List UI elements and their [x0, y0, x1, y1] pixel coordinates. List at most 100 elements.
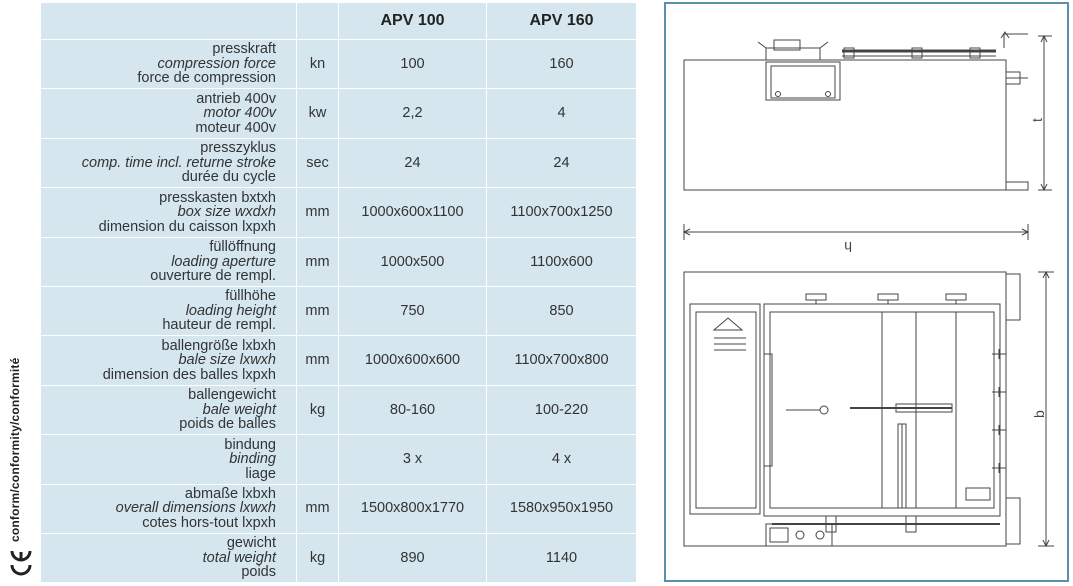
spec-unit-cell: kn [296, 38, 339, 90]
technical-drawing-panel: t h [664, 2, 1069, 582]
spec-apv100-cell: 24 [338, 137, 487, 189]
spec-unit-cell: mm [296, 335, 339, 386]
spec-apv160-cell: 1100x600 [486, 236, 637, 287]
spec-label-de: abmaße lxbxh [184, 485, 276, 502]
header-apv100: APV 100 [338, 2, 487, 40]
spec-unit-cell: mm [296, 187, 339, 238]
spec-label-en: total weight [202, 549, 276, 566]
machine-top-outline [683, 59, 1007, 191]
spec-label-de: ballengewicht [188, 387, 276, 404]
spec-label-en: loading height [185, 302, 276, 319]
spec-label-de: füllöffnung [209, 239, 276, 255]
spec-label-fr: dimension du caisson lxpxh [98, 218, 276, 235]
spec-label-fr: moteur 400v [195, 119, 276, 136]
spec-label-en: overall dimensions lxwxh [115, 500, 276, 517]
technical-drawing: t h [682, 31, 1054, 548]
spec-apv160-cell: 4 x [486, 434, 637, 485]
control-panel [765, 523, 833, 547]
spec-apv100-cell: 890 [338, 532, 487, 584]
spec-apv160-cell: 4 [486, 88, 637, 139]
front-view-drawing [683, 270, 1054, 548]
spec-apv100-cell: 750 [338, 285, 487, 337]
side-binding-hooks [992, 349, 1006, 473]
spec-label-en: loading aperture [171, 253, 276, 270]
spec-apv160-cell: 24 [486, 137, 637, 189]
spec-apv160-cell: 1140 [486, 532, 637, 584]
spec-label-de: presskasten bxtxh [159, 189, 276, 206]
spec-label-de: ballengröße lxbxh [161, 337, 276, 354]
spec-label-fr: cotes hors-tout lxpxh [142, 514, 276, 531]
spec-apv160-cell: 1580x950x1950 [486, 483, 637, 534]
spec-apv100-cell: 2,2 [338, 88, 487, 139]
spec-label-fr: poids de balles [179, 416, 276, 433]
spec-unit-cell: kg [296, 384, 339, 436]
spec-label-en: bale size lxwxh [178, 352, 276, 369]
spec-label-en: bale weight [202, 401, 276, 418]
spec-apv160-cell: 1100x700x1250 [486, 187, 637, 238]
logo-mark-icon [712, 317, 744, 331]
spec-label-de: presskraft [212, 41, 276, 58]
stop-button-icon [815, 530, 825, 540]
spec-apv100-cell: 3 x [338, 434, 487, 485]
spec-unit-cell: mm [296, 483, 339, 534]
spec-label-en: binding [229, 451, 276, 468]
spec-unit-cell: sec [296, 137, 339, 189]
spec-label-de: gewicht [226, 535, 276, 552]
spec-apv160-cell: 160 [486, 38, 637, 90]
spec-unit-cell: kw [296, 88, 339, 139]
spec-label-en: motor 400v [203, 105, 276, 122]
spec-label-en: box size wxdxh [177, 204, 276, 221]
spec-label-fr: liage [245, 465, 276, 482]
spec-label-de: bindung [224, 436, 276, 453]
spec-label-fr: ouverture de rempl. [150, 268, 276, 284]
control-box-top [765, 61, 841, 101]
spec-unit-cell: mm [296, 285, 339, 337]
spec-label-de: presszyklus [200, 140, 276, 157]
spec-apv160-cell: 1100x700x800 [486, 335, 637, 386]
spec-apv100-cell: 1000x600x1100 [338, 187, 487, 238]
spec-unit-cell [296, 434, 339, 485]
spec-unit-cell: mm [296, 236, 339, 287]
header-unit [296, 2, 339, 40]
spec-apv100-cell: 1000x600x600 [338, 335, 487, 386]
spec-apv160-cell: 850 [486, 285, 637, 337]
spec-label-fr: force de compression [137, 70, 276, 87]
table-header-row: APV 100 APV 160 [40, 2, 637, 40]
spec-apv100-cell: 1500x800x1770 [338, 483, 487, 534]
spec-label-fr: poids [241, 564, 276, 581]
ce-mark-icon [10, 550, 32, 576]
spec-label-en: compression force [157, 55, 276, 72]
spec-label-de: antrieb 400v [196, 90, 276, 107]
start-button-icon [795, 530, 805, 540]
spec-apv100-cell: 1000x500 [338, 236, 487, 287]
header-label [40, 2, 297, 40]
spec-apv160-cell: 100-220 [486, 384, 637, 436]
spec-label-fr: dimension des balles lxpxh [102, 366, 276, 383]
conformity-sidebar: conform/conformity/conformité [0, 0, 40, 586]
top-clamps [805, 293, 967, 304]
conformity-label: conform/conformity/conformité [8, 357, 22, 542]
spec-label-en: comp. time incl. returne stroke [81, 154, 276, 171]
spec-apv100-cell: 100 [338, 38, 487, 90]
